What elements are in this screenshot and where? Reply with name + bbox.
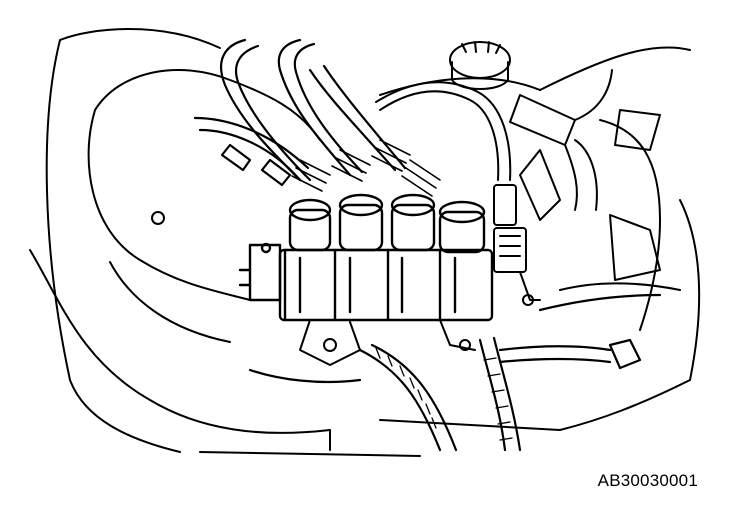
engine-background-contours [29,28,701,457]
spark-plug-boots [291,139,441,197]
figure-code-label: AB30030001 [597,471,698,490]
ignition-coil-pack [238,193,494,322]
wiring-harness [248,293,662,452]
mounting-bracket [151,211,534,366]
ignition-leads [193,38,407,187]
hose-assembly-right [509,69,661,221]
filler-cap [449,41,511,90]
coil-connector [375,81,541,301]
harness-corrugation-ticks [375,347,513,441]
